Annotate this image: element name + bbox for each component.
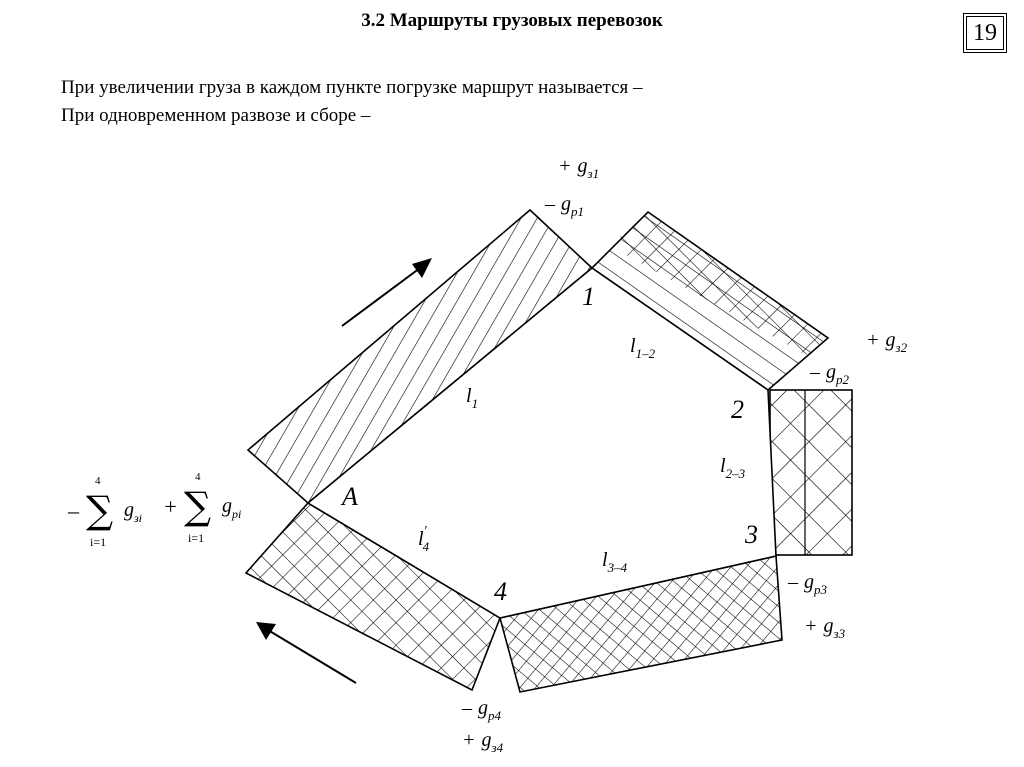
load-label-plus-2: +gз2 [866,329,908,355]
segment-label-l4: l′4 [418,524,430,554]
point-label-4: 4 [494,577,507,606]
sum-upper-1: 4 [95,475,101,487]
sum-minus-sign: – [67,498,80,523]
route-polygon [306,266,777,619]
segment-label-l1: l1 [466,385,478,411]
load-label-plus-1: +gз1 [558,155,599,181]
point-label-a: A [340,482,358,511]
sum-lower-1: i=1 [90,535,106,549]
sum-term-1: gзi [124,499,142,525]
point-label-2: 2 [731,395,744,424]
load-label-plus-3: +gз3 [804,615,846,641]
load-label-minus-2: –gр2 [809,361,850,387]
text-line-2: При одновременном развозе и сборе – [61,105,371,126]
sum-symbol-1: ∑ [86,488,113,532]
load-label-minus-1: –gр1 [544,193,584,219]
arrow-forward-icon [341,258,432,327]
arrow-back-icon [256,622,357,684]
load-label-minus-3: –gр3 [787,571,828,597]
load-label-plus-4: +gз4 [462,729,504,755]
segment-label-l2-3: l2–3 [720,455,746,481]
load-band-2-3 [769,389,853,556]
text-line-1: При увеличении груза в каждом пункте пог… [61,77,643,98]
sum-upper-2: 4 [195,471,201,483]
page-number: 19 [963,13,1007,53]
slide-title: 3.2 Маршруты грузовых перевозок [361,10,663,31]
sum-symbol-2: ∑ [184,484,211,528]
load-label-minus-4: –gр4 [461,697,502,723]
sum-lower-2: i=1 [188,531,204,545]
load-band-1-2-cross-overlay [610,212,828,355]
point-label-1: 1 [582,282,595,311]
segment-label-l3-4: l3–4 [602,549,628,575]
point-label-3: 3 [744,520,758,549]
sum-term-2: gрi [222,495,241,521]
sum-plus-sign: + [163,494,178,519]
segment-label-l1-2: l1–2 [630,335,656,361]
sum-expression: – 4 ∑ i=1 gзi + 4 ∑ i=1 gрi [67,471,241,549]
